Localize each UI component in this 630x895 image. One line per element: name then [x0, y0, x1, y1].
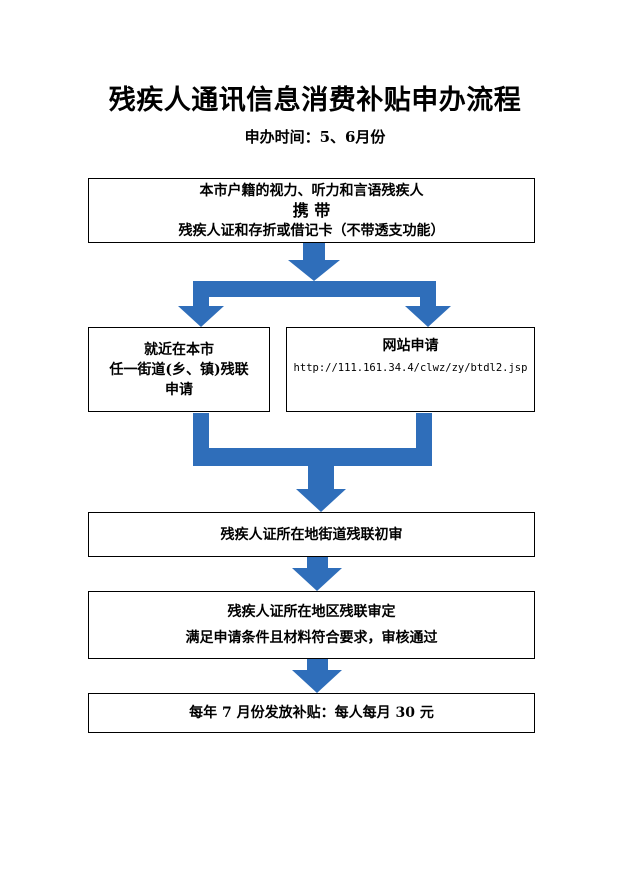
subsidy-payment-text: 每年 7 月份发放补贴：每人每月 30 元	[189, 705, 434, 721]
arrow-right-branch	[405, 297, 451, 327]
arrow-left-branch	[178, 297, 224, 327]
in-person-line3: 申请	[165, 381, 193, 398]
step-eligibility-box: 本市户籍的视力、听力和言语残疾人 携 带 残疾人证和存折或借记卡（不带透支功能）	[88, 178, 535, 243]
required-documents: 残疾人证和存折或借记卡（不带透支功能）	[178, 222, 445, 239]
online-apply-label: 网站申请	[382, 338, 439, 354]
bring-label: 携 带	[292, 200, 331, 220]
apply-in-person-box: 就近在本市 任一街道(乡、镇)残联 申请	[88, 327, 270, 412]
in-person-line2: 任一街道(乡、镇)残联	[109, 361, 249, 378]
application-period: 申办时间：5、6月份	[244, 128, 386, 146]
arrow-step3-step4	[292, 659, 342, 693]
final-approval-text: 残疾人证所在地区残联审定	[227, 604, 396, 620]
arrow-merge	[193, 413, 432, 512]
page-title: 残疾人通讯信息消费补贴申办流程	[108, 85, 522, 116]
arrow-top-down	[288, 242, 340, 281]
apply-online-box: 网站申请 http://111.161.34.4/clwz/zy/btdl2.j…	[286, 327, 535, 412]
arrow-split-bar	[193, 281, 436, 297]
in-person-line1: 就近在本市	[144, 341, 214, 358]
final-approval-box: 残疾人证所在地区残联审定 满足申请条件且材料符合要求，审核通过	[88, 591, 535, 659]
eligibility-text: 本市户籍的视力、听力和言语残疾人	[199, 182, 424, 199]
arrow-step2-step3	[292, 557, 342, 591]
initial-review-text: 残疾人证所在地街道残联初审	[220, 526, 403, 543]
subsidy-payment-box: 每年 7 月份发放补贴：每人每月 30 元	[88, 693, 535, 733]
approval-condition-text: 满足申请条件且材料符合要求，审核通过	[185, 630, 438, 646]
application-url[interactable]: http://111.161.34.4/clwz/zy/btdl2.jsp	[293, 362, 528, 374]
initial-review-box: 残疾人证所在地街道残联初审	[88, 512, 535, 557]
